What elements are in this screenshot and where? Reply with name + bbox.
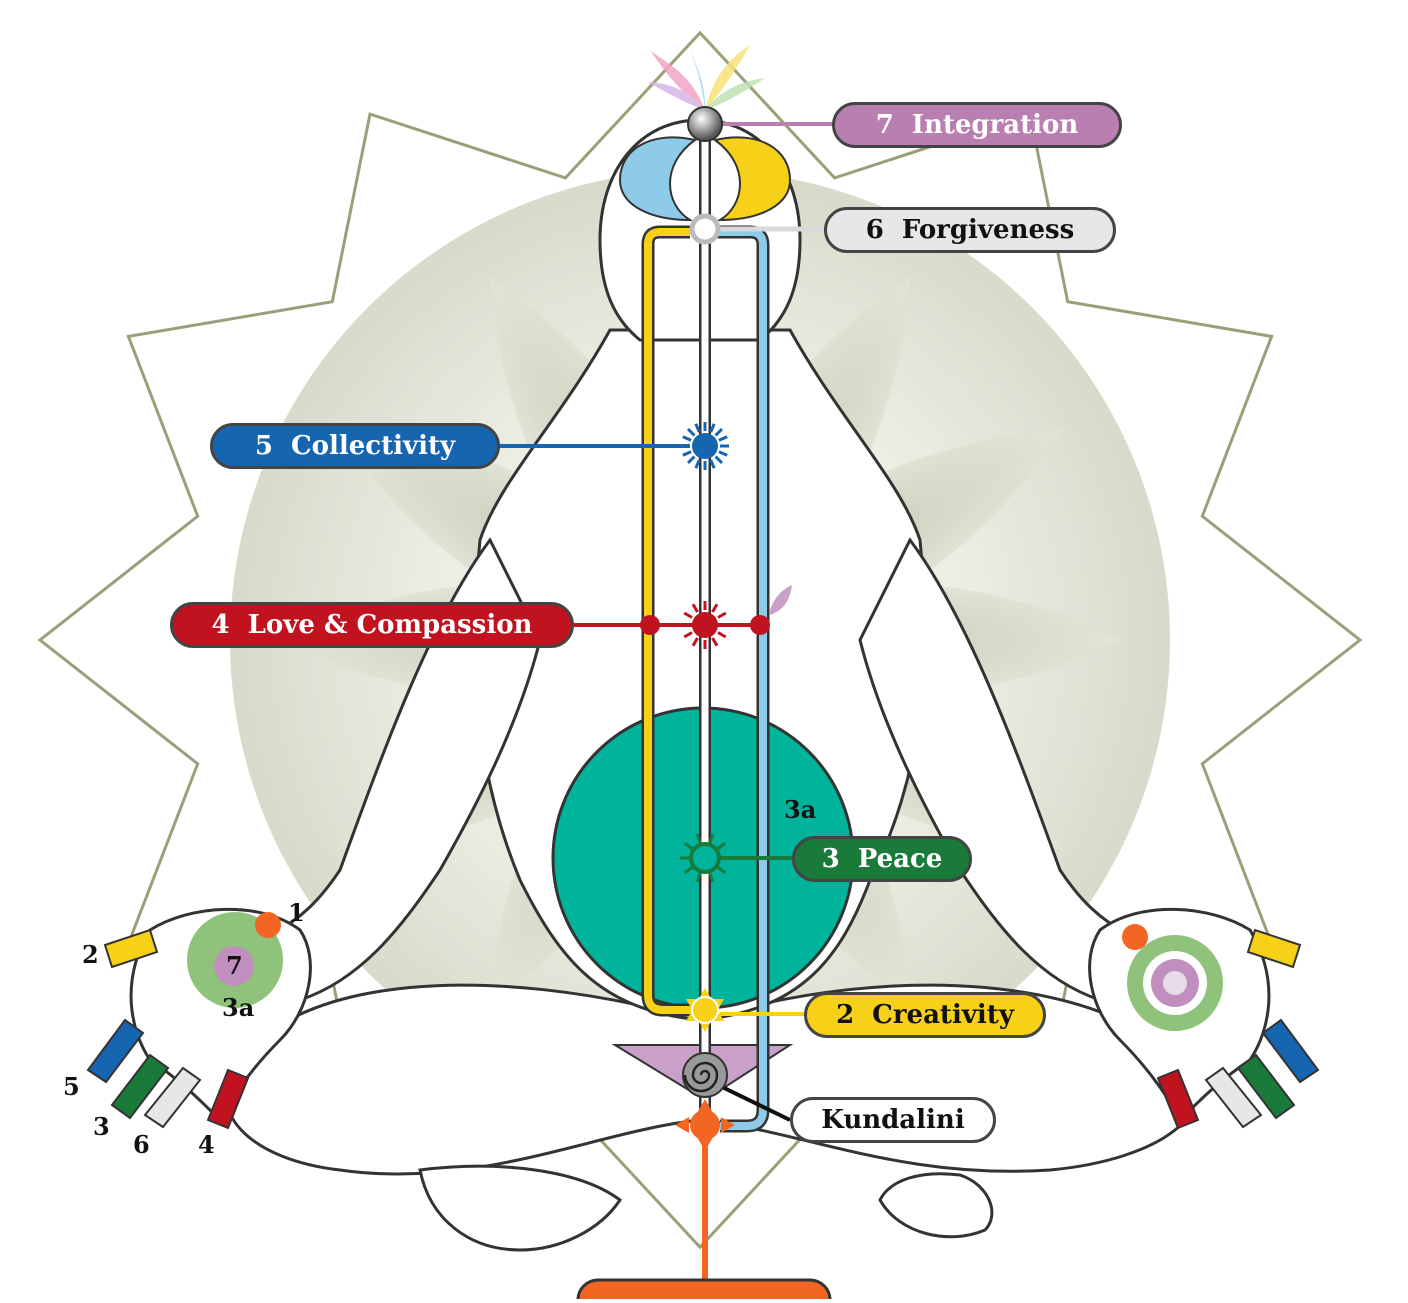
- chakra-name: Peace: [858, 844, 943, 874]
- left-heart-node: [640, 615, 660, 635]
- chakra-label-love-compassion: 4 Love & Compassion: [170, 602, 574, 648]
- right-palm-mooladhara-dot: [1122, 924, 1148, 950]
- kundalini-text: Kundalini: [821, 1105, 964, 1135]
- chakra-label-peace: 3 Peace: [792, 836, 972, 882]
- left-little-finger: [88, 1020, 143, 1082]
- chakra-number: 6: [866, 215, 884, 245]
- right-foot: [880, 1174, 992, 1237]
- sahasrara-node: [688, 107, 722, 141]
- finger-label-1: 1: [288, 898, 305, 927]
- left-palm-mooladhara-dot: [255, 912, 281, 938]
- chakra-number: 7: [876, 110, 894, 140]
- finger-label-4: 4: [198, 1130, 215, 1159]
- chakra-number: 3: [822, 844, 840, 874]
- chakra-number: 2: [836, 1000, 854, 1030]
- chakra-label-creativity: 2 Creativity: [804, 992, 1046, 1038]
- vishuddhi-node: [681, 422, 729, 470]
- chakra-number: 4: [212, 610, 230, 640]
- kundalini-spiral-icon: [683, 1053, 727, 1097]
- void-label: 3a: [784, 795, 816, 824]
- kundalini-label: Kundalini: [790, 1097, 996, 1143]
- chakra-name: Collectivity: [291, 431, 455, 461]
- mooladhara-label-partial: [578, 1280, 830, 1299]
- finger-label-6: 6: [133, 1130, 150, 1159]
- right-heart-node: [750, 615, 770, 635]
- chakra-number: 5: [255, 431, 273, 461]
- agnya-node: [692, 216, 718, 242]
- chakra-label-forgiveness: 6 Forgiveness: [824, 207, 1116, 253]
- left-palm-center-number: 7: [226, 951, 243, 980]
- chakra-name: Integration: [912, 110, 1078, 140]
- chakra-label-collectivity: 5 Collectivity: [210, 423, 500, 469]
- chakra-name: Forgiveness: [902, 215, 1075, 245]
- left-foot: [420, 1166, 620, 1250]
- finger-label-5: 5: [63, 1072, 80, 1101]
- chakra-name: Love & Compassion: [248, 610, 533, 640]
- chakra-label-integration: 7 Integration: [832, 102, 1122, 148]
- chakra-name: Creativity: [872, 1000, 1014, 1030]
- right-little-finger: [1263, 1020, 1318, 1082]
- finger-label-3: 3: [93, 1112, 110, 1141]
- right-palm-center: [1163, 971, 1187, 995]
- crown-flame: [648, 40, 765, 110]
- left-palm-sub-label: 3a: [222, 993, 254, 1022]
- finger-label-2: 2: [82, 940, 99, 969]
